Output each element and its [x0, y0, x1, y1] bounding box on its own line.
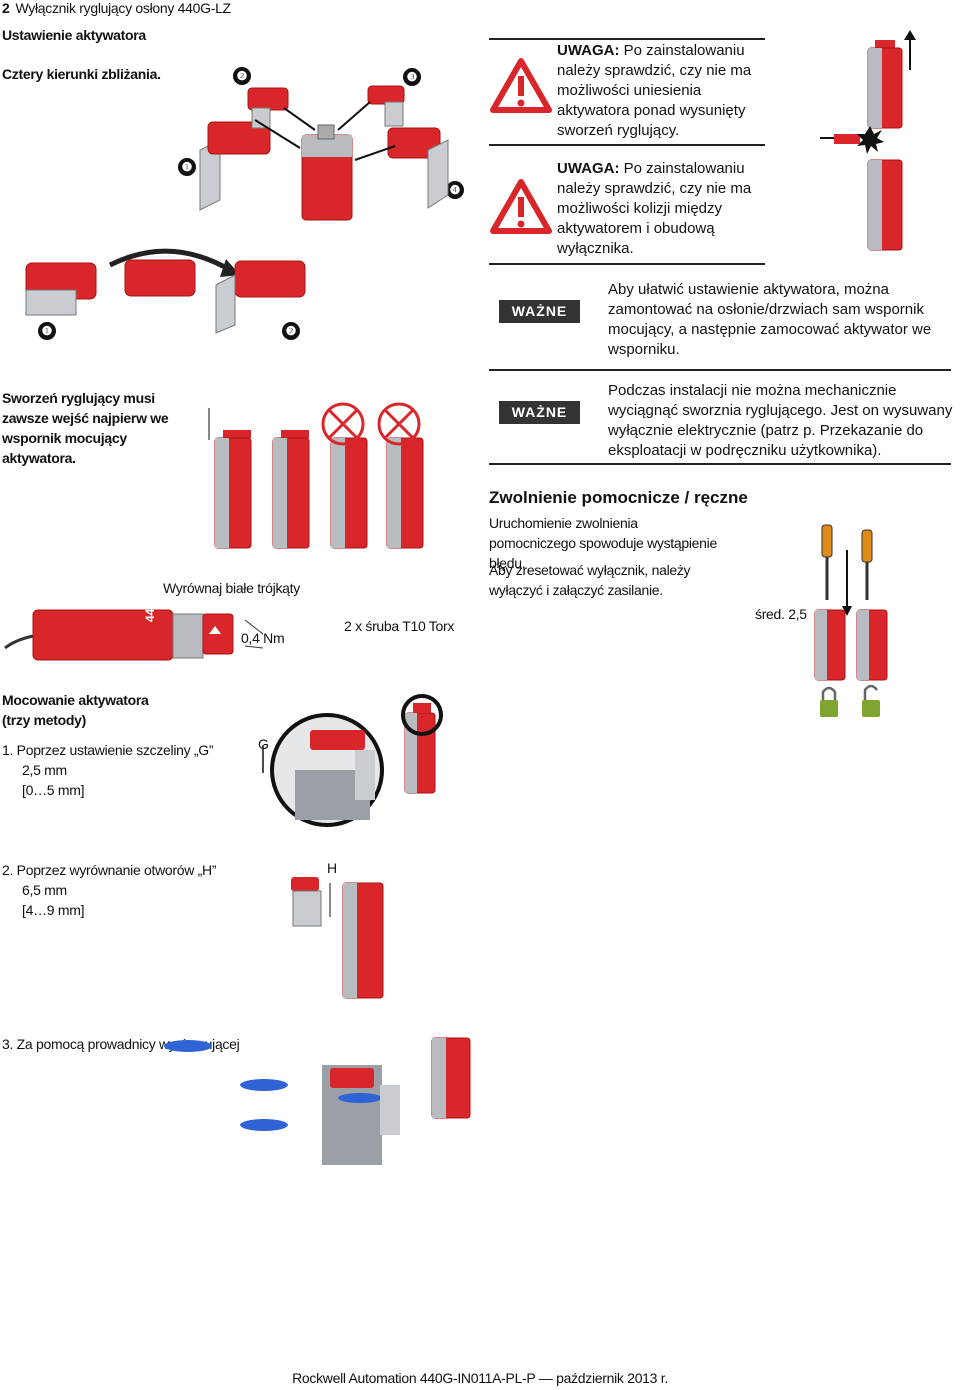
approach-directions-illustration	[199, 85, 449, 221]
page-header: 2 Wyłącznik ryglujący osłony 440G-LZ	[2, 0, 231, 16]
device-model-label: 440G-LZ	[143, 573, 157, 622]
approach-number-3: ❸	[403, 68, 421, 86]
warning-text-2: UWAGA: Po zainstalowaniu należy sprawdzi…	[557, 160, 752, 257]
method2-label: 2. Poprzez wyrównanie otworów „H”	[2, 862, 217, 878]
approach-number-4: ❹	[446, 181, 464, 199]
diameter-label: śred. 2,5	[755, 606, 807, 622]
bolt-sequence-illustration	[208, 402, 424, 549]
four-directions-label: Cztery kierunki zbliżania.	[2, 66, 161, 82]
method1-range: [0…5 mm]	[22, 782, 85, 798]
method1-value: 2,5 mm	[22, 762, 67, 778]
warning-triangle-icon	[490, 179, 552, 234]
page-number: 2	[2, 0, 10, 16]
warning-text-1: UWAGA: Po zainstalowaniu należy sprawdzi…	[557, 42, 752, 139]
rotation-number-2: ❷	[282, 322, 300, 340]
warning-box-2: UWAGA: Po zainstalowaniu należy sprawdzi…	[489, 157, 765, 265]
important-box-1: WAŻNE Aby ułatwić ustawienie aktywatora,…	[489, 270, 951, 364]
align-triangles-label: Wyrównaj białe trójkąty	[163, 580, 300, 596]
important-text-1: Aby ułatwić ustawienie aktywatora, można…	[608, 281, 932, 358]
release-title: Zwolnienie pomocnicze / ręczne	[489, 488, 748, 507]
warning-box-1: UWAGA: Po zainstalowaniu należy sprawdzi…	[489, 38, 765, 146]
page-footer: Rockwell Automation 440G-IN011A-PL-P — p…	[292, 1370, 668, 1386]
method1-label: 1. Poprzez ustawienie szczeliny „G”	[2, 742, 214, 758]
lock-closed-icon	[820, 700, 838, 717]
gap-marker-g: G	[258, 736, 269, 752]
section-actuator-heading: Ustawienie aktywatora	[2, 27, 146, 43]
important-tag-1: WAŻNE	[499, 300, 580, 323]
actuator-mount-title: Mocowanie aktywatora (trzy metody)	[2, 692, 149, 728]
gap-detail-illustration	[262, 694, 443, 827]
approach-number-1: ❶	[178, 158, 196, 176]
bolt-note: Sworzeń ryglujący musi zawsze wejść najp…	[2, 390, 169, 466]
screws-label: 2 x śruba T10 Torx	[344, 618, 455, 634]
alignment-guide-illustration	[164, 1037, 471, 1165]
torque-label: 0,4 Nm	[241, 630, 285, 646]
warning-triangle-icon	[490, 58, 552, 113]
actuator-lift-illustration	[820, 30, 916, 251]
hole-marker-h: H	[327, 860, 337, 876]
lock-open-icon	[862, 700, 880, 717]
hole-alignment-illustration	[291, 877, 384, 999]
method2-value: 6,5 mm	[22, 882, 67, 898]
page-title: Wyłącznik ryglujący osłony 440G-LZ	[15, 0, 232, 16]
important-tag-2: WAŻNE	[499, 401, 580, 424]
rotation-illustration	[25, 248, 306, 334]
important-box-2: WAŻNE Podczas instalacji nie można mecha…	[489, 369, 953, 465]
switch-side-view-illustration	[4, 609, 264, 661]
approach-number-2: ❷	[233, 67, 251, 85]
release-text-2: Aby zresetować wyłącznik, należy wyłączy…	[489, 562, 691, 598]
release-text-1: Uruchomienie zwolnienia pomocniczego spo…	[489, 515, 717, 571]
important-text-2: Podczas instalacji nie można mechaniczni…	[608, 382, 953, 459]
rotation-number-1: ❶	[38, 322, 56, 340]
method2-range: [4…9 mm]	[22, 902, 85, 918]
release-illustration	[814, 524, 888, 717]
